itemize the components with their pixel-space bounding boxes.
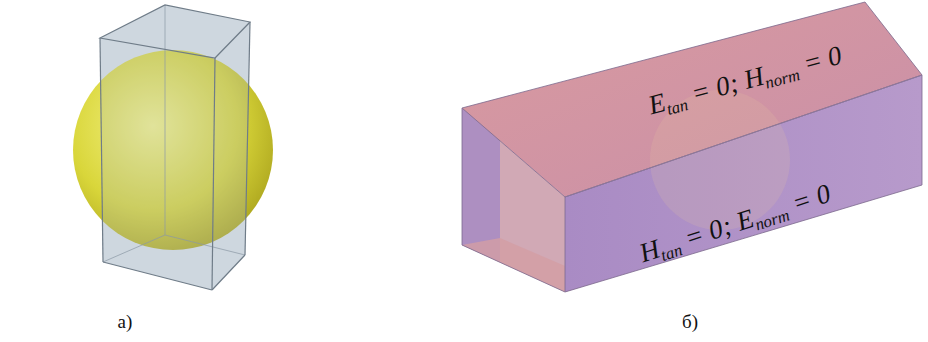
panel-caption: а) <box>118 311 133 333</box>
panel-caption: б) <box>682 311 698 333</box>
front-face <box>565 75 922 292</box>
cube-with-sphere <box>73 5 273 290</box>
waveguide-box <box>462 2 922 292</box>
